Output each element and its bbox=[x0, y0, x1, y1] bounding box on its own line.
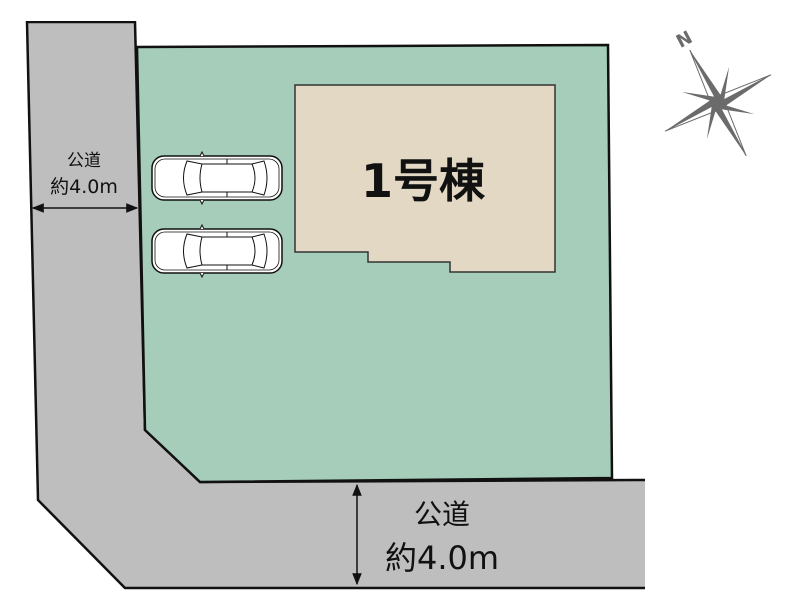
west-road-width: 約4.0m bbox=[50, 176, 118, 198]
south-road-name: 公道 bbox=[414, 498, 470, 531]
building-1 bbox=[294, 84, 556, 273]
compass-rose-icon: N bbox=[664, 27, 772, 157]
south-road-width: 約4.0m bbox=[385, 539, 499, 577]
building-label: 1号棟 bbox=[361, 154, 486, 208]
west-road-name: 公道 bbox=[67, 151, 101, 171]
parking-space-2 bbox=[151, 224, 283, 278]
compass-north-label: N bbox=[673, 27, 696, 53]
parking-space-1 bbox=[151, 151, 283, 205]
